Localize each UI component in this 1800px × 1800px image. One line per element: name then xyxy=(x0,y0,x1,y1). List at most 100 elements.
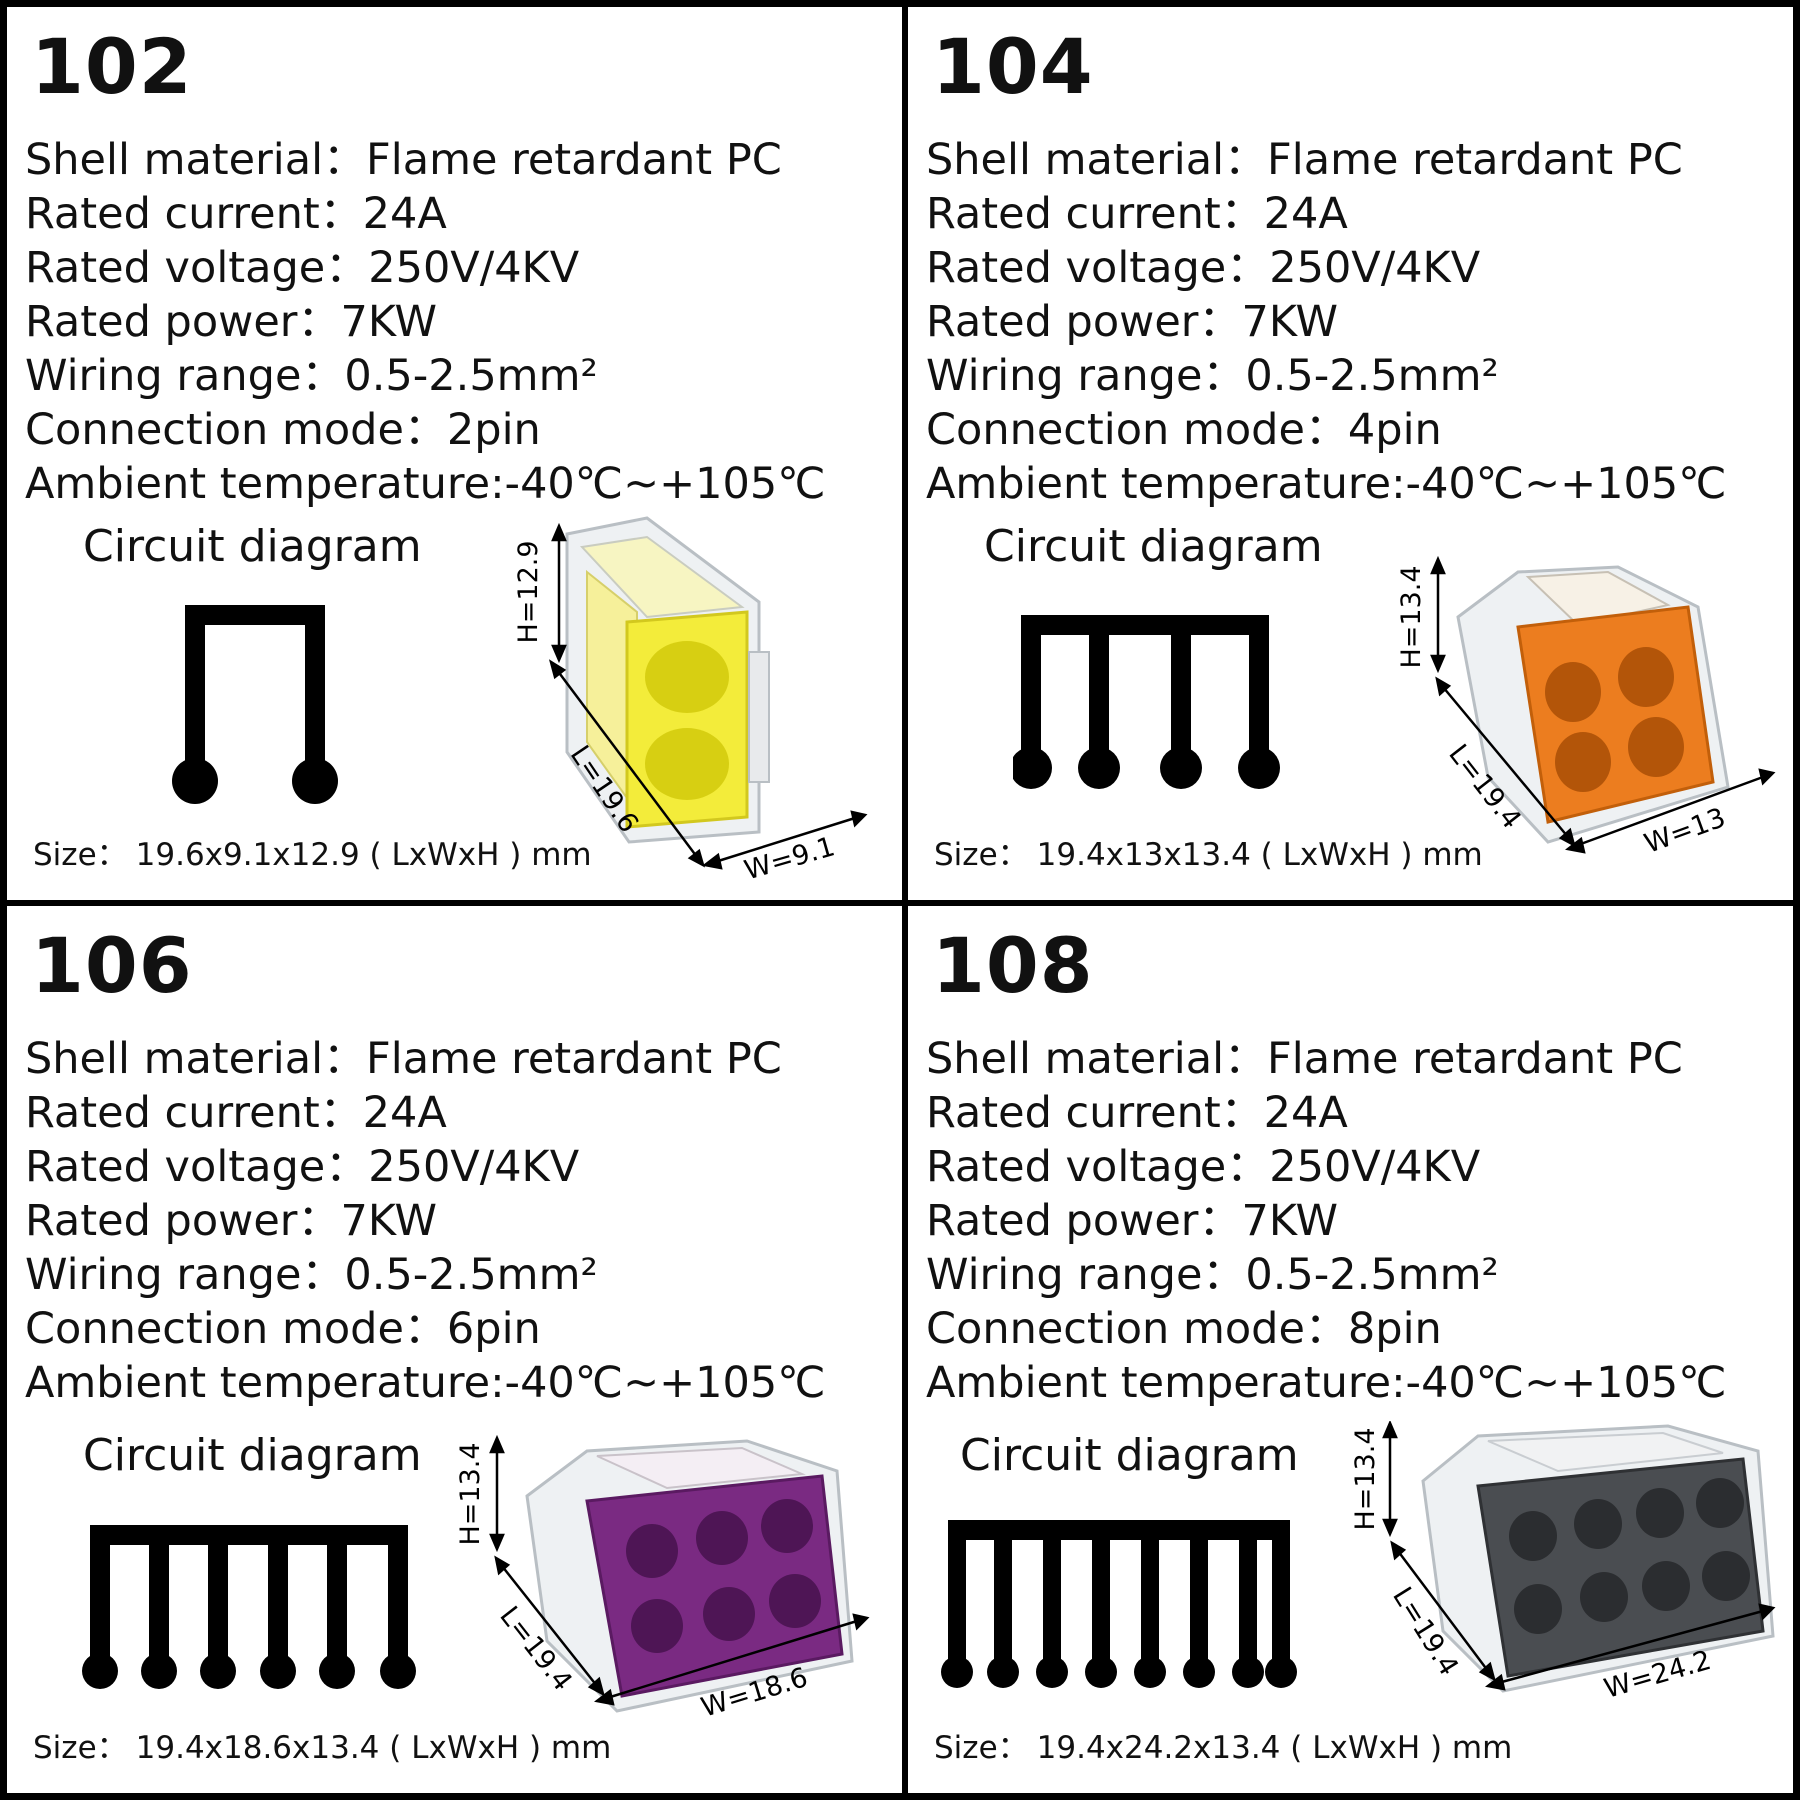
spec-ambient-temperature: Ambient temperature:-40℃~+105℃ xyxy=(926,1358,1727,1408)
spec-rated-power: Rated power：7KW xyxy=(926,297,1339,347)
circuit-bus-bar xyxy=(185,605,325,765)
panel-106: 106 Shell material：Flame retardant PC Ra… xyxy=(7,906,902,1793)
grey-8-hole-connector-icon: H=13.4 L=19.4 W=24.2 xyxy=(1350,1421,1776,1705)
spec-wiring-range: Wiring range：0.5-2.5mm² xyxy=(25,351,598,401)
spec-rated-voltage: Rated voltage：250V/4KV xyxy=(25,243,580,293)
circuit-pin-terminal xyxy=(1036,1656,1068,1688)
spec-connection-mode: Connection mode：4pin xyxy=(926,405,1442,455)
circuit-diagram-title: Circuit diagram xyxy=(83,521,422,572)
circuit-pin-terminal xyxy=(1134,1656,1166,1688)
spec-wiring-range: Wiring range：0.5-2.5mm² xyxy=(926,351,1499,401)
circuit-pin-terminal xyxy=(172,758,218,804)
spec-shell-material: Shell material：Flame retardant PC xyxy=(926,135,1683,185)
spec-wiring-range: Wiring range：0.5-2.5mm² xyxy=(25,1250,598,1300)
circuit-pin-terminal xyxy=(141,1653,177,1689)
circuit-pin-terminal xyxy=(1078,747,1120,789)
purple-6-hole-connector-icon: H=13.4 L=19.4 W=18.6 xyxy=(457,1434,870,1724)
connector-hole xyxy=(626,1499,821,1653)
circuit-pin-terminal xyxy=(1265,1656,1297,1688)
circuit-pin-terminal xyxy=(1085,1656,1117,1688)
size-label: Size：19.4x18.6x13.4 ( LxWxH ) mm xyxy=(33,1728,611,1768)
spec-connection-mode: Connection mode：2pin xyxy=(25,405,541,455)
circuit-pin-terminal xyxy=(82,1653,118,1689)
spec-connection-mode: Connection mode：6pin xyxy=(25,1304,541,1354)
circuit-diagram xyxy=(941,1520,1297,1688)
circuit-pin-terminal xyxy=(987,1656,1019,1688)
size-value: 19.4x18.6x13.4 ( LxWxH ) mm xyxy=(135,1730,612,1766)
height-dimension-label: H=13.4 xyxy=(1350,1427,1381,1530)
yellow-2-hole-connector-icon: H=12.9 L=19.6 W=9.1 xyxy=(513,516,868,886)
size-prefix: Size： xyxy=(934,837,1029,873)
panel-102: 102 Shell material：Flame retardant PC Ra… xyxy=(7,7,902,900)
size-prefix: Size： xyxy=(934,1730,1029,1766)
circuit-diagram xyxy=(172,605,338,804)
spec-shell-material: Shell material：Flame retardant PC xyxy=(25,135,782,185)
size-label: Size：19.4x24.2x13.4 ( LxWxH ) mm xyxy=(934,1728,1512,1768)
circuit-diagram-title: Circuit diagram xyxy=(960,1430,1299,1481)
circuit-pin-terminal xyxy=(1238,747,1280,789)
panel-104: 104 Shell material：Flame retardant PC Ra… xyxy=(908,7,1793,900)
circuit-diagram xyxy=(1013,615,1280,789)
dimension-arrow xyxy=(548,522,868,870)
circuit-pin-terminal xyxy=(319,1653,355,1689)
circuit-pin-terminal xyxy=(260,1653,296,1689)
spec-ambient-temperature: Ambient temperature:-40℃~+105℃ xyxy=(25,459,826,509)
circuit-pin-terminal xyxy=(1160,747,1202,789)
spec-list: Shell material：Flame retardant PC Rated … xyxy=(25,1032,826,1410)
size-prefix: Size： xyxy=(33,1730,128,1766)
size-value: 19.6x9.1x12.9 ( LxWxH ) mm xyxy=(135,837,592,873)
size-value: 19.4x13x13.4 ( LxWxH ) mm xyxy=(1036,837,1483,873)
spec-ambient-temperature: Ambient temperature:-40℃~+105℃ xyxy=(926,459,1727,509)
spec-connection-mode: Connection mode：8pin xyxy=(926,1304,1442,1354)
spec-ambient-temperature: Ambient temperature:-40℃~+105℃ xyxy=(25,1358,826,1408)
circuit-diagram-title: Circuit diagram xyxy=(984,521,1323,572)
size-label: Size：19.6x9.1x12.9 ( LxWxH ) mm xyxy=(33,835,592,875)
spec-rated-current: Rated current：24A xyxy=(25,1088,447,1138)
circuit-pin-terminal xyxy=(1013,747,1052,789)
circuit-pin-terminal xyxy=(1183,1656,1215,1688)
spec-rated-voltage: Rated voltage：250V/4KV xyxy=(25,1142,580,1192)
circuit-bus-bar xyxy=(948,1520,1290,1665)
spec-rated-power: Rated power：7KW xyxy=(25,1196,438,1246)
spec-list: Shell material：Flame retardant PC Rated … xyxy=(25,133,826,511)
spec-rated-power: Rated power：7KW xyxy=(926,1196,1339,1246)
spec-rated-current: Rated current：24A xyxy=(926,189,1348,239)
spec-rated-voltage: Rated voltage：250V/4KV xyxy=(926,1142,1481,1192)
circuit-pin-terminal xyxy=(941,1656,973,1688)
model-number: 108 xyxy=(932,921,1094,1010)
size-value: 19.4x24.2x13.4 ( LxWxH ) mm xyxy=(1036,1730,1513,1766)
spec-rated-current: Rated current：24A xyxy=(25,189,447,239)
connector-hole xyxy=(645,641,729,800)
dimension-arrow xyxy=(1382,1421,1776,1691)
height-dimension-label: H=13.4 xyxy=(1396,565,1427,668)
spec-rated-voltage: Rated voltage：250V/4KV xyxy=(926,243,1481,293)
spec-rated-power: Rated power：7KW xyxy=(25,297,438,347)
height-dimension-label: H=13.4 xyxy=(457,1442,486,1545)
panel-108: 108 Shell material：Flame retardant PC Ra… xyxy=(908,906,1793,1793)
connector-hole xyxy=(1545,647,1684,792)
spec-shell-material: Shell material：Flame retardant PC xyxy=(25,1034,782,1084)
connector-hole xyxy=(1509,1478,1750,1634)
circuit-bus-bar xyxy=(1021,615,1269,765)
circuit-pin-terminal xyxy=(200,1653,236,1689)
model-number: 104 xyxy=(932,22,1094,111)
spec-rated-current: Rated current：24A xyxy=(926,1088,1348,1138)
circuit-bus-bar xyxy=(90,1525,408,1663)
size-label: Size：19.4x13x13.4 ( LxWxH ) mm xyxy=(934,835,1483,875)
height-dimension-label: H=12.9 xyxy=(513,540,544,643)
model-number: 106 xyxy=(31,921,193,1010)
size-prefix: Size： xyxy=(33,837,128,873)
circuit-pin-terminal xyxy=(380,1653,416,1689)
circuit-pin-terminal xyxy=(292,758,338,804)
spec-list: Shell material：Flame retardant PC Rated … xyxy=(926,133,1727,511)
circuit-diagram xyxy=(82,1525,416,1689)
spec-shell-material: Shell material：Flame retardant PC xyxy=(926,1034,1683,1084)
dimension-arrow xyxy=(489,1434,870,1706)
spec-wiring-range: Wiring range：0.5-2.5mm² xyxy=(926,1250,1499,1300)
dimension-arrow xyxy=(1430,555,1776,854)
orange-4-hole-connector-icon: H=13.4 L=19.4 W=13 xyxy=(1396,555,1776,860)
spec-list: Shell material：Flame retardant PC Rated … xyxy=(926,1032,1727,1410)
model-number: 102 xyxy=(31,22,193,111)
circuit-pin-terminal xyxy=(1232,1656,1264,1688)
